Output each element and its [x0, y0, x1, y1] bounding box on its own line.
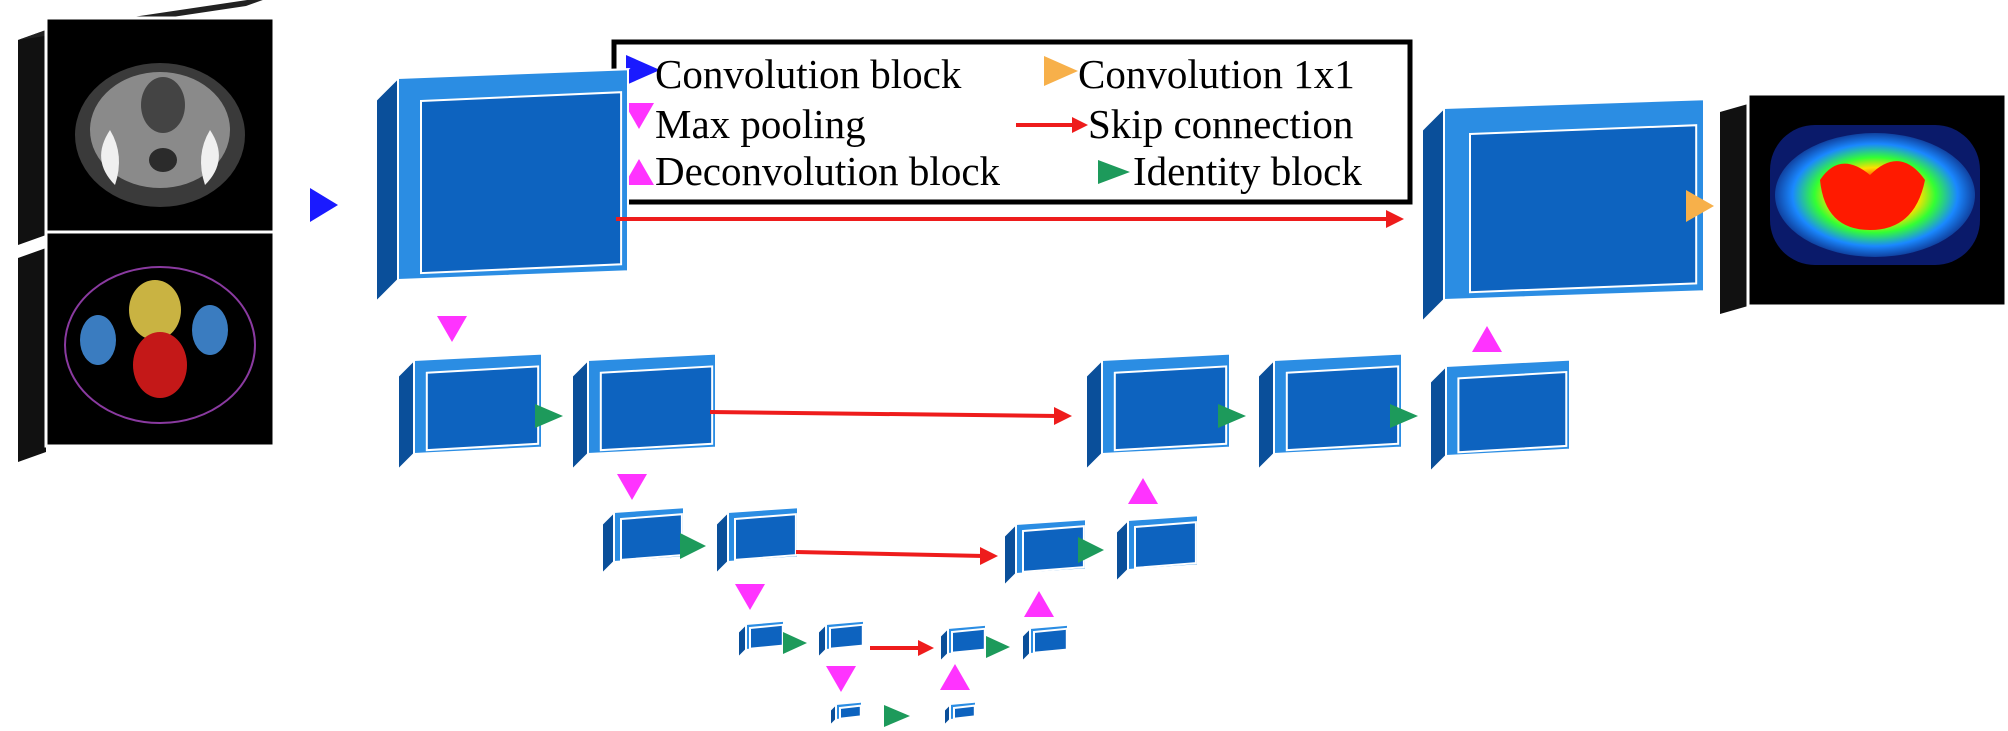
legend-max-pooling: Max pooling	[655, 101, 866, 147]
convolution-block-icon	[626, 55, 660, 85]
bottleneck-block-a	[827, 700, 865, 729]
deconvolution-block-icon	[1128, 478, 1158, 504]
convolution-block-icon	[310, 188, 338, 222]
max-pooling-icon	[735, 584, 765, 610]
convolution-1x1-icon	[1044, 56, 1078, 86]
max-pooling-icon	[826, 666, 856, 692]
legend-convolution-block: Convolution block	[655, 51, 962, 97]
identity-block-icon	[783, 632, 807, 654]
decoder-level-1-block	[1419, 98, 1707, 325]
identity-block-icon	[535, 404, 563, 428]
encoder-level-4-block-b	[815, 619, 867, 661]
identity-block-icon	[1078, 537, 1104, 563]
deconvolution-block-icon	[624, 159, 654, 185]
skip-connections	[616, 210, 1404, 656]
encoder-level-2-block-a	[395, 352, 545, 473]
max-pooling-icon	[437, 316, 467, 342]
network-blocks	[373, 68, 1707, 729]
decoder-level-3-block-b	[1113, 514, 1201, 585]
identity-block-icon	[986, 636, 1010, 658]
decoder-level-3-block-a	[1001, 518, 1089, 589]
deconvolution-block-icon	[1024, 591, 1054, 617]
decoder-level-2-block-b	[1255, 352, 1405, 473]
identity-block-icon	[680, 533, 706, 559]
operation-markers	[310, 188, 1714, 727]
encoder-level-3-block-b	[713, 506, 801, 577]
encoder-level-4-block-a	[735, 619, 787, 661]
input-structures-image	[18, 230, 276, 462]
legend-convolution-1x1: Convolution 1x1	[1078, 51, 1355, 97]
deconvolution-block-icon	[940, 664, 970, 690]
max-pooling-icon	[624, 103, 654, 129]
convolution-1x1-icon	[1686, 190, 1714, 222]
legend-deconvolution-block: Deconvolution block	[655, 148, 1001, 194]
decoder-level-4-block-b	[1019, 623, 1071, 665]
legend-skip-connection: Skip connection	[1088, 101, 1353, 147]
identity-block-icon	[1098, 160, 1130, 184]
skip-connection-level-2	[709, 410, 1059, 418]
decoder-level-4-block-a	[937, 623, 989, 665]
deconvolution-block-icon	[1472, 326, 1502, 352]
input-ct-image	[18, 0, 276, 245]
identity-block-icon	[884, 705, 910, 727]
max-pooling-icon	[617, 474, 647, 500]
decoder-level-2-block-c	[1427, 358, 1573, 475]
skip-connection-level-3	[795, 550, 985, 558]
encoder-level-2-block-b	[569, 352, 719, 473]
decoder-level-2-block-a	[1083, 352, 1233, 473]
bottleneck-block-b	[941, 700, 979, 729]
identity-block-icon	[1218, 404, 1246, 428]
identity-block-icon	[1390, 404, 1418, 428]
legend: Convolution block Convolution 1x1 Max po…	[611, 39, 1413, 205]
legend-identity-block: Identity block	[1133, 148, 1362, 194]
output-dose-image	[1720, 92, 2008, 314]
encoder-level-3-block-a	[599, 506, 687, 577]
encoder-level-1-block	[373, 68, 631, 305]
